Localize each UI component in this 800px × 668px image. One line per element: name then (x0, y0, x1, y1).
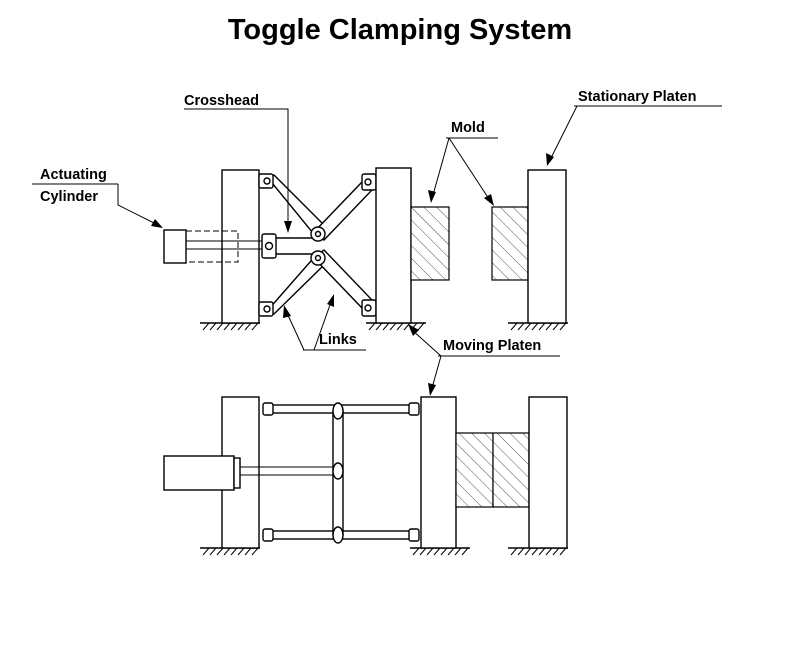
cylinder-body-bottom (163, 455, 235, 491)
label-actuating: Actuating (40, 167, 107, 183)
stationary-platen-bottom (528, 396, 568, 549)
callouts: Crosshead Actuating Cylinder Mold Statio… (32, 89, 722, 396)
label-crosshead: Crosshead (184, 93, 259, 109)
ground-stationary-top (507, 322, 569, 331)
label-cylinder: Cylinder (40, 189, 98, 205)
label-mold: Mold (451, 120, 485, 136)
mold-half-stationary-top (491, 206, 529, 281)
ground-moving-bottom (409, 547, 471, 556)
ground-left-top (199, 322, 261, 331)
bottom-assembly (163, 396, 569, 556)
toggle-links-top (266, 174, 374, 315)
rear-platen-top (221, 169, 260, 324)
diagram-title: Toggle Clamping System (227, 14, 573, 46)
ground-left-bottom (199, 547, 261, 556)
cylinder-hidden-lines (185, 230, 239, 263)
stationary-platen-top (527, 169, 567, 324)
moving-platen-bottom (420, 396, 457, 549)
label-links: Links (319, 332, 357, 348)
label-stationary-platen: Stationary Platen (578, 89, 696, 105)
mold-half-moving-bottom (455, 432, 494, 508)
mold-half-stationary-bottom (492, 432, 530, 508)
ground-stationary-bottom (507, 547, 569, 556)
actuating-cylinder-body (163, 229, 187, 264)
label-moving-platen: Moving Platen (443, 338, 541, 354)
straightened-links (262, 402, 420, 544)
moving-platen-top (375, 167, 412, 324)
mold-half-moving-top (410, 206, 450, 281)
top-assembly (163, 167, 569, 331)
